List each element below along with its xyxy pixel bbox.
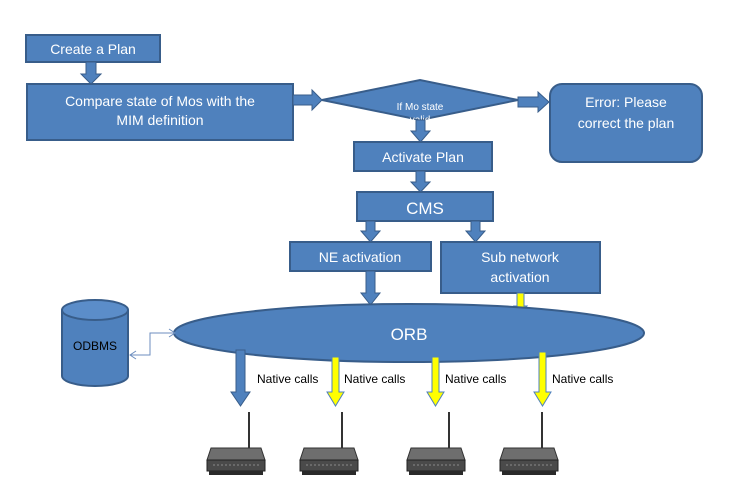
native-call-label-4: Native calls [552, 372, 613, 386]
subnet-activation-node: Sub network activation [440, 241, 601, 294]
native-call-arrow-4 [533, 351, 552, 407]
network-router-icon-4 [499, 412, 559, 475]
odbms-database-icon: ODBMS [61, 299, 129, 387]
network-router-icon-2 [299, 412, 359, 475]
error-node: Error: Please correct the plan [549, 83, 703, 163]
arrow-decision-to-activate [409, 119, 432, 143]
native-call-label-3: Native calls [445, 372, 506, 386]
odbms-label: ODBMS [73, 339, 117, 353]
arrow-create-to-compare [79, 61, 103, 85]
create-plan-label: Create a Plan [50, 41, 136, 57]
ne-activation-label: NE activation [319, 249, 401, 265]
error-label-line1: Error: Please [585, 94, 667, 110]
arrow-compare-to-decision [292, 88, 323, 112]
arrow-activate-to-cms [409, 170, 432, 193]
cms-label: CMS [406, 199, 444, 218]
subnet-activation-label-line1: Sub network [481, 249, 560, 265]
native-call-arrow-3 [426, 356, 445, 407]
native-call-label-2: Native calls [344, 372, 405, 386]
activate-plan-label: Activate Plan [382, 149, 464, 165]
create-plan-node: Create a Plan [25, 34, 161, 63]
arrow-cms-to-ne [359, 220, 382, 243]
native-call-arrow-1 [230, 349, 251, 407]
compare-state-node: Compare state of Mos with the MIM defini… [26, 83, 294, 141]
arrow-ne-to-orb [359, 270, 382, 306]
compare-state-label-line2: MIM definition [116, 112, 203, 128]
native-call-label-1: Native calls [257, 372, 318, 386]
error-label-line2: correct the plan [578, 115, 675, 131]
network-router-icon-1 [206, 412, 266, 475]
activate-plan-node: Activate Plan [353, 141, 493, 172]
arrow-decision-to-error [517, 90, 550, 114]
compare-state-label-line1: Compare state of Mos with the [65, 93, 255, 109]
odbms-orb-connector [129, 328, 176, 360]
arrow-cms-to-subnet [464, 220, 487, 243]
cms-node: CMS [356, 191, 494, 222]
native-call-arrow-2 [326, 356, 345, 407]
decision-label-line1: If Mo state [397, 102, 444, 113]
network-router-icon-3 [406, 412, 466, 475]
ne-activation-node: NE activation [289, 241, 432, 272]
decision-node: If Mo state valid [321, 78, 519, 126]
orb-label: ORB [391, 325, 428, 344]
orb-node: ORB [173, 303, 645, 363]
subnet-activation-label-line2: activation [490, 269, 549, 285]
